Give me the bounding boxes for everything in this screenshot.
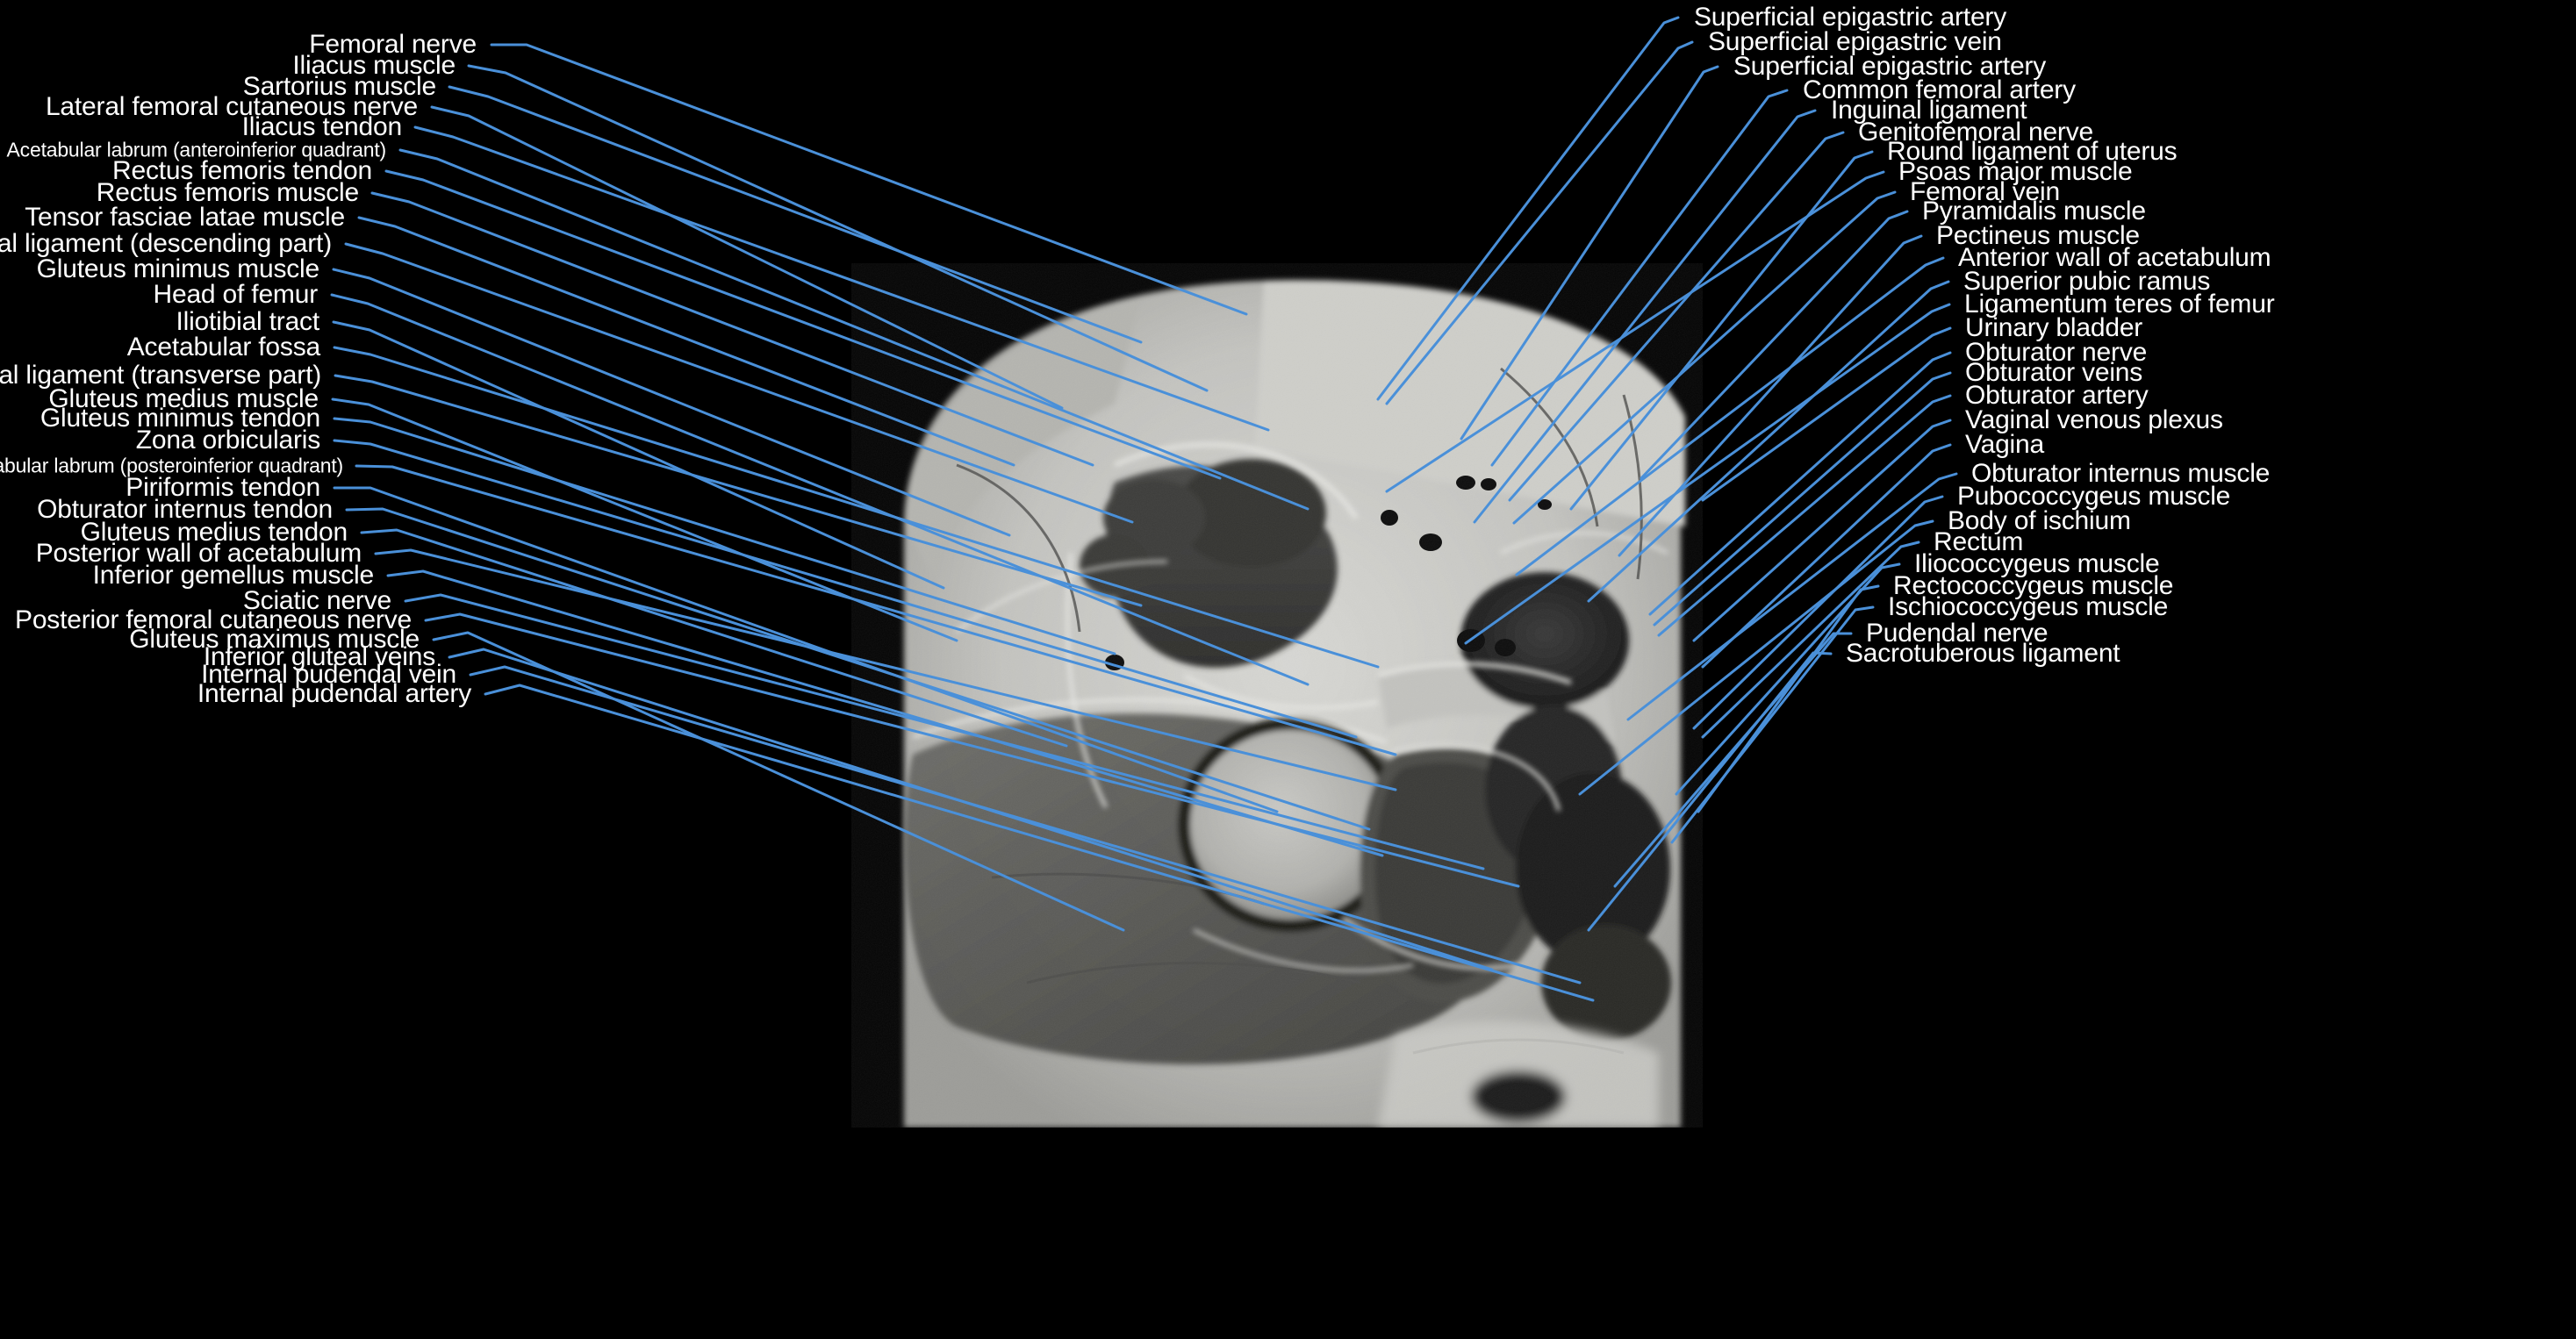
- label-left-5[interactable]: Acetabular labrum (anteroinferior quadra…: [6, 138, 387, 161]
- label-right-13[interactable]: Ligamentum teres of femur: [1964, 290, 2275, 319]
- label-right-21[interactable]: Pubococcygeus muscle: [1957, 482, 2231, 511]
- label-left-12[interactable]: Iliotibial tract: [176, 307, 319, 336]
- label-left-2[interactable]: Sartorius muscle: [242, 72, 436, 101]
- label-left-1[interactable]: Iliacus muscle: [292, 51, 456, 80]
- label-left-27[interactable]: Inferior gluteal veins: [203, 642, 435, 671]
- label-right-18[interactable]: Vaginal venous plexus: [1965, 405, 2223, 434]
- label-left-0[interactable]: Femoral nerve: [309, 30, 477, 59]
- label-right-11[interactable]: Anterior wall of acetabulum: [1958, 243, 2271, 272]
- label-left-19[interactable]: Piriformis tendon: [126, 473, 320, 502]
- label-left-9[interactable]: Iliofemoral ligament (descending part): [0, 229, 332, 258]
- label-left-17[interactable]: Zona orbicularis: [135, 426, 320, 455]
- label-right-15[interactable]: Obturator nerve: [1965, 338, 2148, 367]
- label-left-21[interactable]: Gluteus medius tendon: [80, 518, 348, 547]
- mri-image: [851, 263, 1703, 1128]
- label-right-9[interactable]: Pyramidalis muscle: [1922, 197, 2146, 226]
- label-right-leader-24: [1675, 562, 1901, 796]
- label-right-0[interactable]: Superficial epigastric artery: [1694, 3, 2007, 32]
- label-right-2[interactable]: Superficial epigastric artery: [1733, 52, 2047, 81]
- label-right-19[interactable]: Vagina: [1965, 430, 2044, 459]
- label-right-26[interactable]: Ischiococcygeus muscle: [1888, 592, 2169, 621]
- label-right-5[interactable]: Genitofemoral nerve: [1858, 118, 2094, 147]
- label-left-3[interactable]: Lateral femoral cutaneous nerve: [45, 92, 418, 121]
- label-left-23[interactable]: Inferior gemellus muscle: [92, 561, 375, 590]
- label-right-20[interactable]: Obturator internus muscle: [1971, 459, 2271, 488]
- label-right-4[interactable]: Inguinal ligament: [1831, 96, 2027, 125]
- label-left-7[interactable]: Rectus femoris muscle: [96, 178, 359, 207]
- label-left-8[interactable]: Tensor fasciae latae muscle: [25, 203, 345, 232]
- label-left-24[interactable]: Sciatic nerve: [242, 586, 391, 615]
- label-right-23[interactable]: Rectum: [1934, 527, 2024, 556]
- label-right-leader-14: [1701, 326, 1952, 502]
- label-right-27[interactable]: Pudendal nerve: [1866, 619, 2049, 648]
- label-right-12[interactable]: Superior pubic ramus: [1963, 267, 2211, 296]
- mri-axial-pelvis-slice: [851, 263, 1703, 1128]
- label-left-6[interactable]: Rectus femoris tendon: [112, 156, 372, 185]
- label-right-6[interactable]: Round ligament of uterus: [1887, 137, 2178, 166]
- label-right-1[interactable]: Superficial epigastric vein: [1708, 27, 2002, 56]
- label-left-14[interactable]: liofemoral ligament (transverse part): [0, 361, 321, 390]
- label-left-15[interactable]: Gluteus medius muscle: [48, 384, 319, 413]
- label-left-25[interactable]: Posterior femoral cutaneous nerve: [15, 605, 412, 634]
- label-left-4[interactable]: Iliacus tendon: [241, 112, 403, 141]
- label-right-7[interactable]: Psoas major muscle: [1898, 157, 2133, 186]
- label-left-10[interactable]: Gluteus minimus muscle: [36, 254, 320, 283]
- label-right-17[interactable]: Obturator artery: [1965, 381, 2149, 410]
- label-left-20[interactable]: Obturator internus tendon: [37, 495, 333, 524]
- label-left-26[interactable]: Gluteus maximus muscle: [129, 625, 420, 654]
- label-right-14[interactable]: Urinary bladder: [1965, 313, 2143, 342]
- label-right-25[interactable]: Rectococcygeus muscle: [1893, 571, 2174, 600]
- label-left-22[interactable]: Posterior wall of acetabulum: [35, 539, 362, 568]
- label-left-28[interactable]: Internal pudendal vein: [201, 660, 456, 689]
- label-right-28[interactable]: Sacrotuberous ligament: [1846, 639, 2120, 668]
- label-right-22[interactable]: Body of ischium: [1948, 506, 2131, 535]
- label-right-8[interactable]: Femoral vein: [1910, 177, 2060, 206]
- label-right-16[interactable]: Obturator veins: [1965, 358, 2143, 387]
- label-left-11[interactable]: Head of femur: [153, 280, 319, 309]
- label-right-24[interactable]: Iliococcygeus muscle: [1914, 549, 2160, 578]
- label-left-13[interactable]: Acetabular fossa: [126, 333, 320, 362]
- label-right-10[interactable]: Pectineus muscle: [1936, 221, 2140, 250]
- label-left-18[interactable]: Acetabular labrum (posteroinferior quadr…: [0, 454, 343, 477]
- label-right-3[interactable]: Common femoral artery: [1803, 75, 2076, 104]
- label-right-leader-25: [1697, 584, 1880, 813]
- label-left-29[interactable]: Internal pudendal artery: [197, 679, 471, 708]
- label-left-16[interactable]: Gluteus minimus tendon: [39, 404, 320, 433]
